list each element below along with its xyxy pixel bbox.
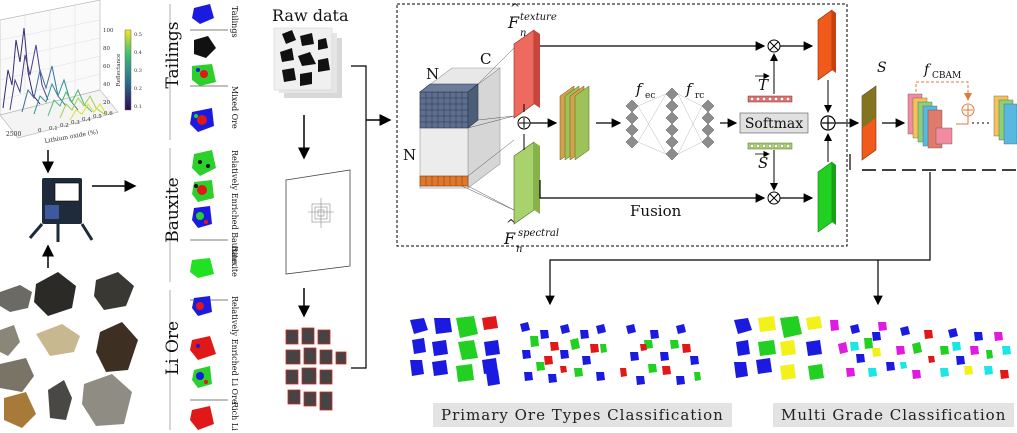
category-item: Mixed Ore [230, 86, 239, 129]
plot-z-tick: 20 [103, 100, 110, 106]
plot-x-tick: 0.4 [82, 117, 91, 123]
plot-x-tick: 2500 [6, 131, 21, 138]
category-column: Tailings Bauxite Li Ore Tailings Mixed O… [163, 4, 239, 433]
feature-cube: N C N [403, 47, 515, 211]
primary-classification-result [410, 316, 701, 386]
category-item: Rich Li Ore [230, 402, 239, 433]
colorbar-tick: 0.4 [134, 50, 142, 56]
colorbar-tick: 0.1 [134, 104, 142, 110]
plot-x-tick: 0.6 [104, 111, 113, 117]
plot-x-tick: 0.2 [60, 123, 69, 129]
hat-glyph: ^ [510, 1, 520, 15]
plot-z-tick: 40 [103, 82, 110, 88]
colorbar [124, 29, 132, 111]
plot-x-tick: 0 [38, 128, 42, 134]
category-item: Bauxite [230, 246, 239, 277]
plot-z-tick: 60 [103, 64, 110, 70]
plot-x-tick: 0.3 [71, 120, 80, 126]
stacked-feature-maps [559, 85, 622, 161]
dim-n-left: N [403, 146, 416, 164]
hat-glyph: ^ [506, 217, 516, 231]
ec-subscript: ec [645, 91, 655, 101]
f-hat-spectral: F [503, 229, 516, 248]
category-item: Relatively Enriched Li Ore [230, 296, 239, 404]
plot-x-tick: 0.1 [49, 126, 58, 132]
colorbar-tick: 0.5 [134, 32, 142, 38]
spectral-superscript: spectral [518, 228, 559, 239]
softmax-block: Softmax T S [739, 53, 809, 191]
category-item: Relatively Enriched Bauxite [230, 150, 239, 263]
n-subscript: n [520, 28, 526, 39]
cbam-block: f CBAM [849, 62, 1017, 171]
output-arrows [545, 172, 931, 306]
t-vector: T [758, 76, 769, 94]
f-ec: f [635, 80, 644, 98]
hyperspectral-camera-icon [28, 150, 137, 268]
dim-n-top: N [426, 65, 439, 83]
fusion-sum-node [820, 80, 860, 162]
category-title: Li Ore [163, 321, 183, 375]
texture-path [540, 9, 836, 81]
primary-classification-caption: Primary Ore Types Classification [433, 403, 732, 427]
plot-z-tick: 80 [103, 46, 110, 52]
s-feature: S [861, 60, 906, 161]
category-title: Bauxite [163, 177, 183, 243]
multi-grade-classification-result [734, 316, 1011, 380]
f-hat-texture: F [507, 13, 520, 32]
texture-superscript: texture [520, 12, 557, 23]
dim-c: C [480, 50, 491, 68]
fusion-label: Fusion [630, 202, 682, 220]
rc-subscript: rc [695, 91, 704, 101]
ore-sample-photos [0, 272, 138, 428]
texture-feature-map: F ^ n texture [507, 1, 557, 119]
softmax-label: Softmax [745, 116, 803, 132]
cbam-subscript: CBAM [932, 71, 961, 81]
spectral-path: Fusion [539, 161, 836, 233]
plot-x-tick: 0.5 [93, 114, 102, 120]
plot-z-tick: 100 [103, 28, 114, 34]
spectral-3d-plot: 2500 0 0.1 0.2 0.3 0.4 0.5 0.6 Lithium o… [0, 0, 142, 145]
colorbar-tick: 0.2 [134, 86, 142, 92]
colorbar-label: Reflectance [116, 54, 122, 87]
raw-data-column: Raw data [272, 6, 392, 411]
colorbar-tick: 0.3 [134, 68, 142, 74]
s-label: S [877, 60, 887, 76]
multi-grade-classification-caption: Multi Grade Classification [773, 403, 1015, 427]
f-rc: f [685, 80, 694, 98]
category-item: Tailings [230, 6, 239, 38]
network-box [396, 3, 848, 247]
raw-data-label: Raw data [272, 6, 349, 25]
s-vector: S [758, 154, 768, 172]
f-cbam: f [923, 62, 932, 78]
n-subscript: n [516, 244, 522, 255]
fc-layers: f ec f rc [625, 80, 738, 161]
concat-plus-node [517, 104, 558, 150]
spectral-feature-map: F ^ n spectral [503, 141, 559, 255]
category-title: Tailings [163, 21, 183, 88]
